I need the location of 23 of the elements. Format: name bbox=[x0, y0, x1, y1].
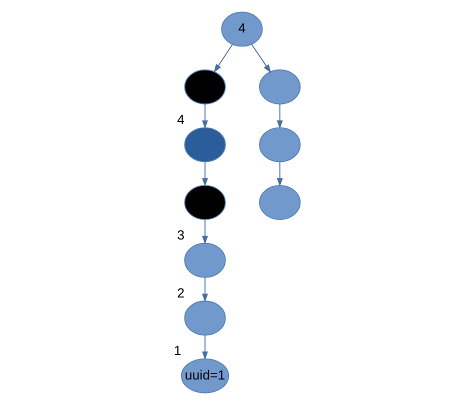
arrow bbox=[214, 44, 233, 73]
arrow bbox=[202, 334, 208, 360]
node-circle bbox=[184, 127, 226, 162]
arrow bbox=[202, 276, 208, 302]
node-circle bbox=[184, 69, 226, 104]
node-label: 3 bbox=[177, 228, 185, 243]
node-circle bbox=[184, 242, 226, 278]
node-ellipse: 4 bbox=[221, 12, 263, 47]
arrow bbox=[251, 44, 272, 74]
node-circle bbox=[259, 127, 301, 162]
arrow bbox=[202, 161, 208, 187]
arrow bbox=[202, 104, 208, 129]
node-circle bbox=[259, 184, 301, 220]
node-label: 1 bbox=[174, 343, 182, 358]
node-label: 4 bbox=[177, 112, 185, 128]
arrow bbox=[276, 161, 283, 187]
node-circle bbox=[259, 69, 301, 104]
node-circle bbox=[184, 184, 226, 220]
arrow bbox=[276, 104, 283, 129]
node-ellipse: uuid=1 bbox=[180, 358, 230, 394]
node-label: 2 bbox=[177, 285, 185, 300]
arrow bbox=[202, 219, 208, 244]
node-circle bbox=[184, 300, 226, 336]
